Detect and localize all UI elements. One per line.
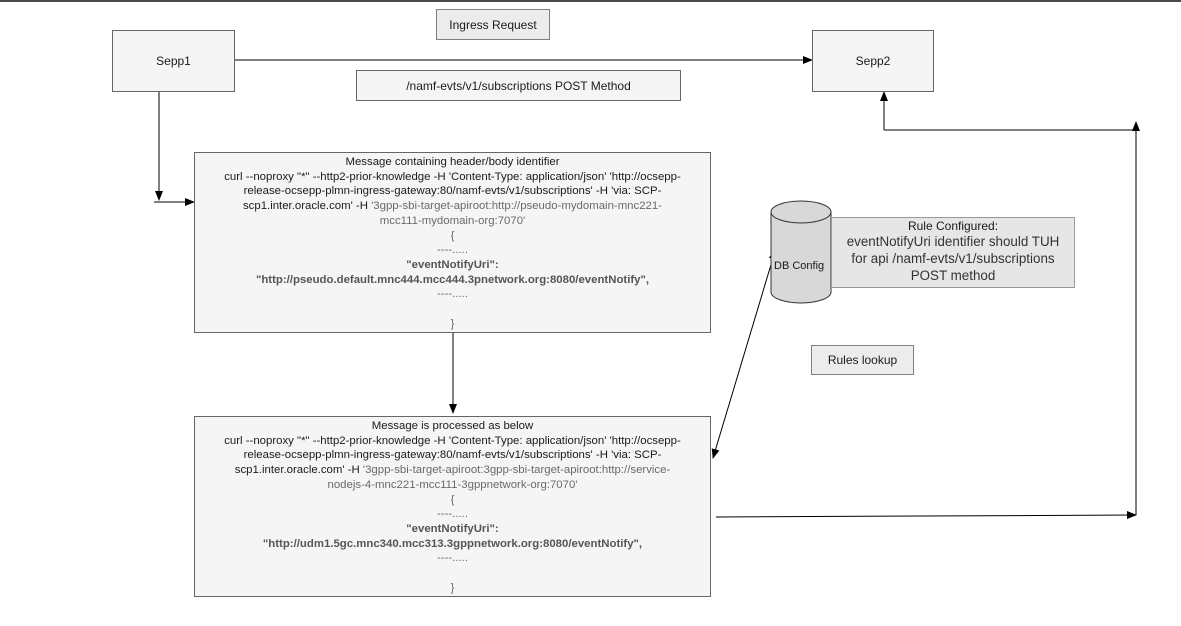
- rule-configured-box[interactable]: Rule Configured: eventNotifyUri identifi…: [831, 217, 1075, 288]
- msg1-curl-1: curl --noproxy "*" --http2-prior-knowled…: [224, 170, 681, 183]
- msg2-dots-2: ----.....: [437, 552, 468, 565]
- rule-line-1: eventNotifyUri identifier should TUH: [846, 234, 1060, 249]
- msg1-open-brace: {: [450, 229, 455, 242]
- arrow-msg2-right: [715, 511, 1137, 520]
- msg2-open-brace: {: [450, 493, 455, 506]
- msg1-key: "eventNotifyUri":: [406, 258, 499, 271]
- db-config-label: DB Config: [774, 260, 825, 272]
- message-processed-box[interactable]: Message is processed as below curl --nop…: [194, 416, 711, 597]
- msg2-value: "http://udm1.5gc.mnc340.mcc313.3gppnetwo…: [262, 537, 643, 550]
- msg1-curl-2: release-ocsepp-plmn-ingress-gateway:80/n…: [243, 185, 662, 198]
- arrow-db-msg2: [711, 249, 777, 459]
- rules-lookup-text: Rules lookup: [827, 353, 898, 367]
- endpoint-label[interactable]: /namf-evts/v1/subscriptions POST Method: [356, 70, 681, 101]
- top-border: [0, 0, 1181, 2]
- msg1-curl-3: scp1.inter.oracle.com' -H: [242, 200, 372, 213]
- msg2-curl-1: curl --noproxy "*" --http2-prior-knowled…: [224, 434, 681, 447]
- sepp2-node[interactable]: Sepp2: [812, 30, 934, 92]
- msg2-title: Message is processed as below: [371, 420, 534, 432]
- endpoint-text: /namf-evts/v1/subscriptions POST Method: [406, 78, 631, 93]
- ingress-request-label[interactable]: Ingress Request: [436, 9, 550, 40]
- msg2-apiroot-1: '3gpp-sbi-target-apiroot:3gpp-sbi-target…: [362, 464, 671, 477]
- msg1-apiroot-1: '3gpp-sbi-target-apiroot:http://pseudo-m…: [371, 200, 663, 213]
- db-cylinder: [770, 200, 832, 304]
- msg2-close-brace: }: [450, 581, 455, 594]
- msg2-apiroot-2: nodejs-4-mnc221-mcc111-3gppnetwork-org:7…: [327, 478, 578, 491]
- msg2-dots-1: ----.....: [437, 508, 468, 521]
- rules-lookup-label[interactable]: Rules lookup: [811, 345, 914, 375]
- ingress-request-text: Ingress Request: [449, 17, 537, 32]
- msg1-dots-1: ----.....: [437, 244, 468, 257]
- sepp1-label: Sepp1: [156, 54, 191, 68]
- sepp2-label: Sepp2: [855, 54, 891, 68]
- msg1-apiroot-2: mcc111-mydomain-org:7070': [379, 214, 526, 227]
- message-original-box[interactable]: Message containing header/body identifie…: [194, 152, 711, 333]
- sepp1-node[interactable]: Sepp1: [112, 30, 235, 92]
- msg2-curl-2: release-ocsepp-plmn-ingress-gateway:80/n…: [243, 449, 662, 462]
- msg2-curl-3: scp1.inter.oracle.com' -H: [234, 464, 363, 477]
- msg1-value: "http://pseudo.default.mnc444.mcc444.3pn…: [255, 273, 650, 286]
- rule-line-3: POST method: [910, 268, 996, 283]
- msg1-title: Message containing header/body identifie…: [345, 156, 560, 168]
- msg1-close-brace: }: [450, 317, 455, 330]
- rule-line-2: for api /namf-evts/v1/subscriptions: [851, 251, 1055, 266]
- msg2-key: "eventNotifyUri":: [406, 522, 499, 535]
- msg1-dots-2: ----.....: [437, 288, 468, 301]
- rule-title: Rule Configured:: [907, 219, 999, 233]
